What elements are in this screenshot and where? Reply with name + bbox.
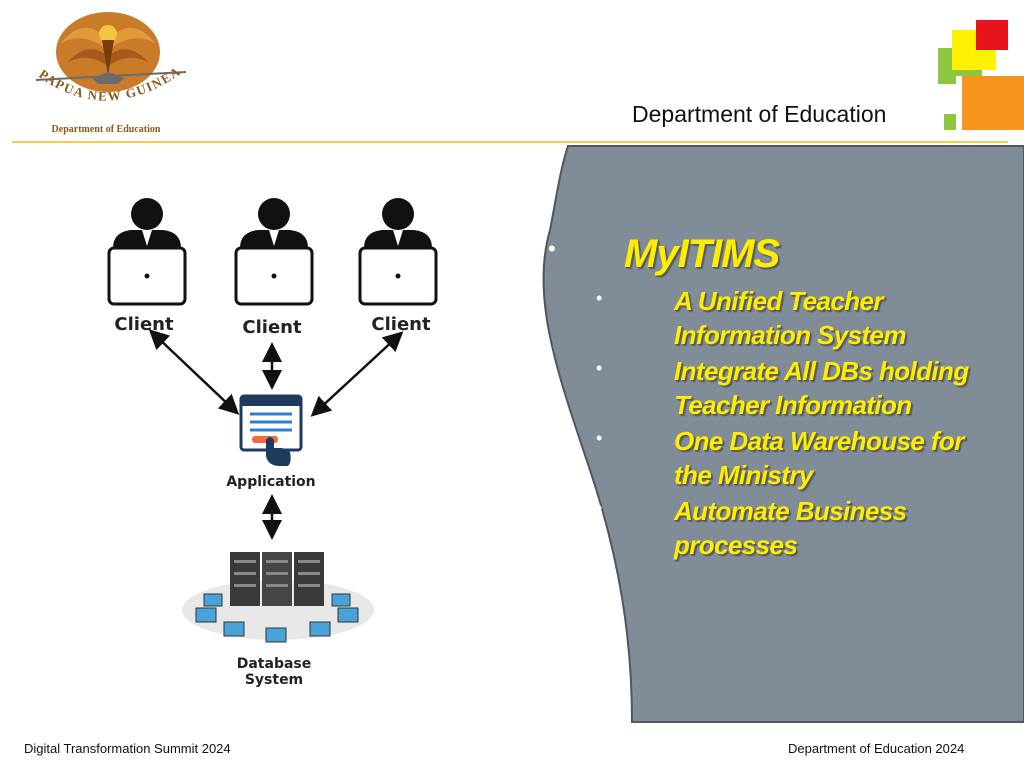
logo-caption: Department of Education (52, 124, 161, 135)
bullet-line: processes (674, 530, 798, 560)
bullet-dot: • (596, 288, 603, 308)
bullet-main: • MyITIMS (548, 232, 1018, 282)
red-square (976, 20, 1008, 50)
bullet-item: • Automate Business processes (548, 494, 1018, 562)
bullet-dot: • (596, 428, 603, 448)
bullet-line: the Ministry (674, 460, 813, 490)
bullet-dot: • (596, 358, 603, 378)
bullet-list: • MyITIMS • A Unified Teacher Informatio… (548, 232, 1018, 562)
bullet-line: Integrate All DBs holding (674, 356, 969, 386)
arrow-client3-app (310, 331, 404, 417)
footer-right: Department of Education 2024 (788, 741, 965, 756)
bullet-line: Teacher Information (674, 390, 912, 420)
bullet-line: A Unified Teacher (674, 286, 884, 316)
client-label: Client (371, 314, 431, 335)
bullet-line: One Data Warehouse for (674, 426, 964, 456)
client-3: Client (358, 196, 438, 335)
bird-of-paradise-emblem (56, 12, 160, 92)
decorative-squares (938, 20, 1024, 130)
panel-title: MyITIMS (624, 232, 780, 276)
bullet-item: • A Unified Teacher Information System (548, 284, 1018, 352)
user-at-laptop-icon (234, 196, 314, 306)
application-node: Application (226, 394, 316, 490)
client-label: Client (114, 314, 174, 335)
server-network-icon (182, 552, 374, 643)
database-node: Database System (182, 552, 374, 688)
user-at-laptop-icon (107, 196, 187, 306)
bullet-dot: • (548, 236, 556, 261)
client-1: Client (107, 196, 187, 335)
browser-click-icon (239, 394, 303, 466)
bullet-item: • One Data Warehouse for the Ministry (548, 424, 1018, 492)
application-label: Application (226, 474, 315, 490)
header-title: Department of Education (632, 101, 887, 127)
user-at-laptop-icon (358, 196, 438, 306)
arrow-client1-app (148, 329, 240, 415)
png-department-logo: PAPUA NEW GUINEA Department of Education (35, 12, 187, 135)
client-label: Client (242, 317, 302, 338)
client-2: Client (234, 196, 314, 338)
bullet-dot: • (596, 498, 603, 518)
database-label-line1: Database (237, 656, 312, 672)
header-rule (12, 141, 1008, 143)
footer-left: Digital Transformation Summit 2024 (24, 741, 231, 756)
orange-square (958, 76, 1024, 130)
database-label-line2: System (245, 672, 303, 688)
bullet-item: • Integrate All DBs holding Teacher Info… (548, 354, 1018, 422)
bullet-line: Information System (674, 320, 907, 350)
bullet-line: Automate Business (674, 496, 907, 526)
